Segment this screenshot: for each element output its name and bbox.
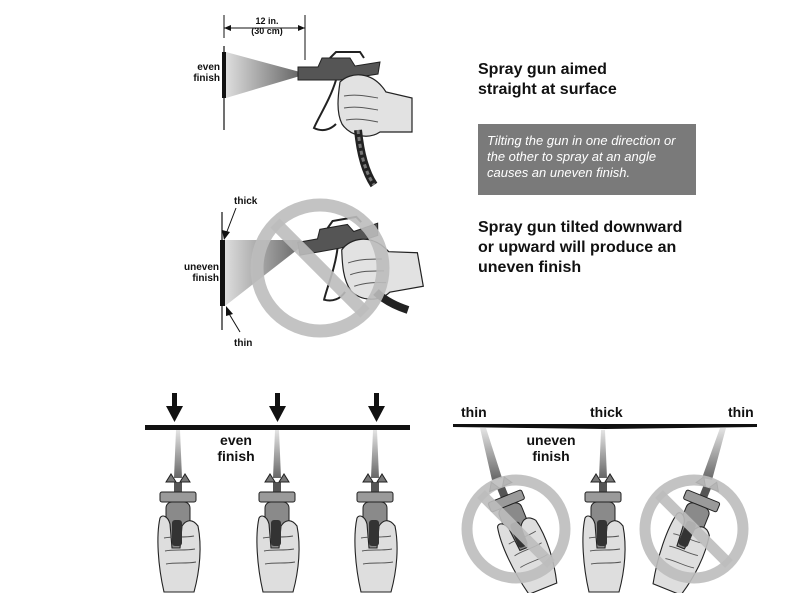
thick-label-middle: thick xyxy=(234,196,258,207)
tilt-note-text: Tilting the gun in one direction or the … xyxy=(487,133,676,180)
even-finish-bottom-line2: finish xyxy=(217,448,255,464)
caption-tilted-line1: Spray gun tilted downward xyxy=(478,219,683,236)
thin-label-right: thin xyxy=(728,404,754,420)
distance-label-line2: (30 cm) xyxy=(251,26,283,36)
bottom-even-illustration xyxy=(145,393,410,593)
arrow-down-icon-1 xyxy=(166,393,183,422)
tilt-note-box: Tilting the gun in one direction or the … xyxy=(478,124,696,195)
thin-label-middle: thin xyxy=(234,338,253,349)
bottom-uneven-illustration xyxy=(453,424,757,593)
uneven-finish-label-bottom: uneven finish xyxy=(516,432,586,464)
uneven-finish-label-middle: uneven finish xyxy=(175,262,219,284)
prohibited-icon xyxy=(250,198,390,338)
caption-tilted-line2: or upward will produce an xyxy=(478,239,677,256)
even-finish-label-bottom: even finish xyxy=(200,432,272,464)
arrow-down-icon-3 xyxy=(368,393,385,422)
caption-straight-line2: straight at surface xyxy=(478,81,617,98)
middle-tilted-illustration xyxy=(220,198,424,338)
even-finish-line2: finish xyxy=(193,73,220,84)
top-straight-illustration xyxy=(222,15,413,188)
arrow-down-icon-2 xyxy=(269,393,286,422)
prohibited-icon-right xyxy=(639,474,749,584)
uneven-finish-line2: finish xyxy=(192,273,219,284)
caption-straight-line1: Spray gun aimed xyxy=(478,61,607,78)
distance-label: 12 in. (30 cm) xyxy=(232,16,302,36)
even-finish-bottom-line1: even xyxy=(220,432,252,448)
prohibited-icon-left xyxy=(461,474,571,584)
thin-label-left: thin xyxy=(461,404,487,420)
uneven-finish-bottom-line1: uneven xyxy=(526,432,576,448)
distance-label-line1: 12 in. xyxy=(255,16,279,26)
caption-straight: Spray gun aimed straight at surface xyxy=(478,60,758,100)
uneven-finish-line1: uneven xyxy=(183,262,219,273)
even-finish-label-top: even finish xyxy=(180,62,220,84)
thick-label-center: thick xyxy=(590,404,623,420)
even-finish-line1: even xyxy=(197,62,220,73)
caption-tilted: Spray gun tilted downward or upward will… xyxy=(478,218,778,278)
uneven-finish-bottom-line2: finish xyxy=(532,448,570,464)
caption-tilted-line3: uneven finish xyxy=(478,259,582,276)
